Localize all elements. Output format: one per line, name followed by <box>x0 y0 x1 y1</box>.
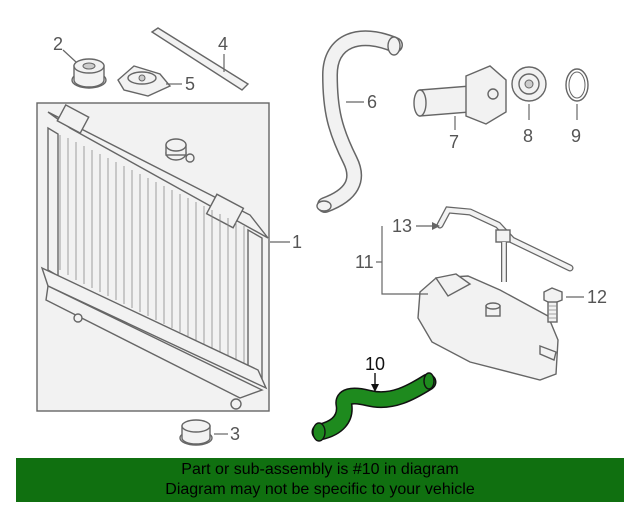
seal-strip-part-4 <box>150 27 250 91</box>
thermostat-part-8 <box>511 66 547 102</box>
radiator-part <box>36 102 270 412</box>
mount-cushion-part-3 <box>179 419 213 446</box>
parts-diagram: 1 2 3 4 5 6 7 <box>36 27 607 446</box>
callout-6: 6 <box>367 92 377 112</box>
callout-8: 8 <box>523 126 533 146</box>
bolt-part-12 <box>543 287 563 323</box>
callout-13: 13 <box>392 216 412 236</box>
reserve-tank-part-11 <box>417 273 559 381</box>
overflow-hose-part-13 <box>436 206 574 282</box>
callout-3: 3 <box>230 424 240 444</box>
banner-line-2: Diagram may not be specific to your vehi… <box>165 481 475 498</box>
callout-7: 7 <box>449 132 459 152</box>
callout-12: 12 <box>587 287 607 307</box>
callout-4: 4 <box>218 34 228 54</box>
mount-cushion-part-2 <box>71 58 107 89</box>
callout-9: 9 <box>571 126 581 146</box>
callout-1: 1 <box>292 232 302 252</box>
info-banner: Part or sub-assembly is #10 in diagram D… <box>16 458 624 502</box>
banner-line-1: Part or sub-assembly is #10 in diagram <box>181 461 459 478</box>
radiator-bottom-tank <box>40 266 268 390</box>
gasket-part-9 <box>565 68 589 102</box>
radiator-cap-part-5 <box>117 65 172 97</box>
upper-hose-part-6 <box>316 30 403 213</box>
lower-hose-part-10 <box>311 372 437 442</box>
callout-2: 2 <box>53 34 63 54</box>
callout-10: 10 <box>365 354 385 374</box>
callout-5: 5 <box>185 74 195 94</box>
callout-11: 11 <box>355 252 374 272</box>
water-inlet-part-7 <box>413 65 507 125</box>
radiator-core <box>52 135 245 364</box>
